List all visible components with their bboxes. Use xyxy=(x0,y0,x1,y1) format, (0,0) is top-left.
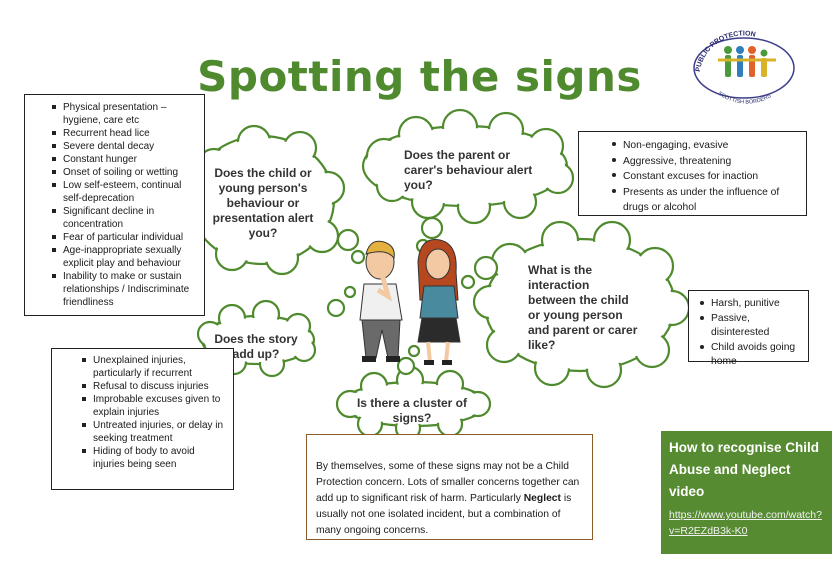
story-signs-list: Unexplained injuries, particularly if re… xyxy=(79,354,227,471)
video-box: How to recognise Child Abuse and Neglect… xyxy=(661,431,832,554)
child-signs-list: Physical presentation – hygiene, care et… xyxy=(49,101,198,309)
woman-figure-icon xyxy=(417,238,461,365)
child-signs-item: Age-inappropriate sexually explicit play… xyxy=(49,244,198,270)
story-signs-box: Unexplained injuries, particularly if re… xyxy=(51,348,234,490)
note-text-bold: Neglect xyxy=(523,493,561,504)
note-box: By themselves, some of these signs may n… xyxy=(306,434,593,540)
parent-signs-item: Presents as under the influence of drugs… xyxy=(609,185,800,216)
child-signs-item: Fear of particular individual xyxy=(49,231,198,244)
cloud-cluster-text: Is there a cluster of signs? xyxy=(356,396,468,425)
interaction-signs-item: Harsh, punitive xyxy=(697,297,804,312)
cloud-interaction xyxy=(472,220,691,389)
parent-signs-item: Aggressive, threatening xyxy=(609,154,800,170)
cloud-story-text: Does the story add up? xyxy=(214,332,298,361)
cloud-parent xyxy=(361,108,575,225)
logo-figures-icon xyxy=(718,46,776,77)
story-signs-item: Improbable excuses given to explain inju… xyxy=(79,393,227,419)
interaction-signs-item: Child avoids going home xyxy=(697,341,804,370)
video-title: How to recognise Child Abuse and Neglect… xyxy=(669,440,820,499)
parent-signs-item: Non-engaging, evasive xyxy=(609,138,800,154)
parent-signs-item: Constant excuses for inaction xyxy=(609,169,800,185)
child-signs-item: Recurrent head lice xyxy=(49,127,198,140)
public-protection-logo: PUBLIC PROTECTION SCOTTISH BORDERS xyxy=(688,20,798,106)
child-signs-item: Constant hunger xyxy=(49,153,198,166)
note-text-after: is usually not one isolated incident, bu… xyxy=(316,493,572,536)
cloud-child-text: Does the child or young person's behavio… xyxy=(212,166,314,240)
cloud-child xyxy=(182,124,346,276)
interaction-signs-item: Passive, disinterested xyxy=(697,312,804,341)
video-link[interactable]: https://www.youtube.com/watch?v=R2EZdB3k… xyxy=(669,509,822,537)
cloud-parent-text: Does the parent or carer's behaviour ale… xyxy=(404,148,533,192)
child-signs-item: Onset of soiling or wetting xyxy=(49,166,198,179)
cloud-interaction-text: What is the interaction between the chil… xyxy=(528,263,638,352)
child-signs-item: Significant decline in concentration xyxy=(49,205,198,231)
story-signs-item: Refusal to discuss injuries xyxy=(79,380,227,393)
story-signs-item: Untreated injuries, or delay in seeking … xyxy=(79,419,227,445)
story-signs-item: Hiding of body to avoid injuries being s… xyxy=(79,445,227,471)
man-figure-icon xyxy=(359,240,403,362)
child-signs-box: Physical presentation – hygiene, care et… xyxy=(24,94,205,316)
story-signs-item: Unexplained injuries, particularly if re… xyxy=(79,354,227,380)
child-signs-item: Inability to make or sustain relationshi… xyxy=(49,270,198,309)
note-text-before: By themselves, some of these signs may n… xyxy=(316,461,580,504)
child-signs-item: Low self-esteem, continual self-deprecat… xyxy=(49,179,198,205)
page-title: Spotting the signs xyxy=(197,52,642,101)
child-signs-item: Physical presentation – hygiene, care et… xyxy=(49,101,198,127)
child-signs-item: Severe dental decay xyxy=(49,140,198,153)
